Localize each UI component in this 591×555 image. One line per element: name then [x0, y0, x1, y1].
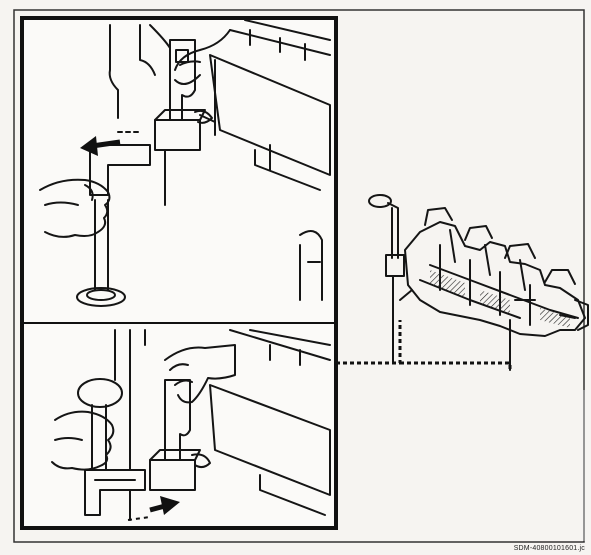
- overview-assembly: [369, 195, 588, 370]
- reference-code: SDM-40800101601.jc: [514, 545, 585, 552]
- callout-leader: [336, 320, 510, 372]
